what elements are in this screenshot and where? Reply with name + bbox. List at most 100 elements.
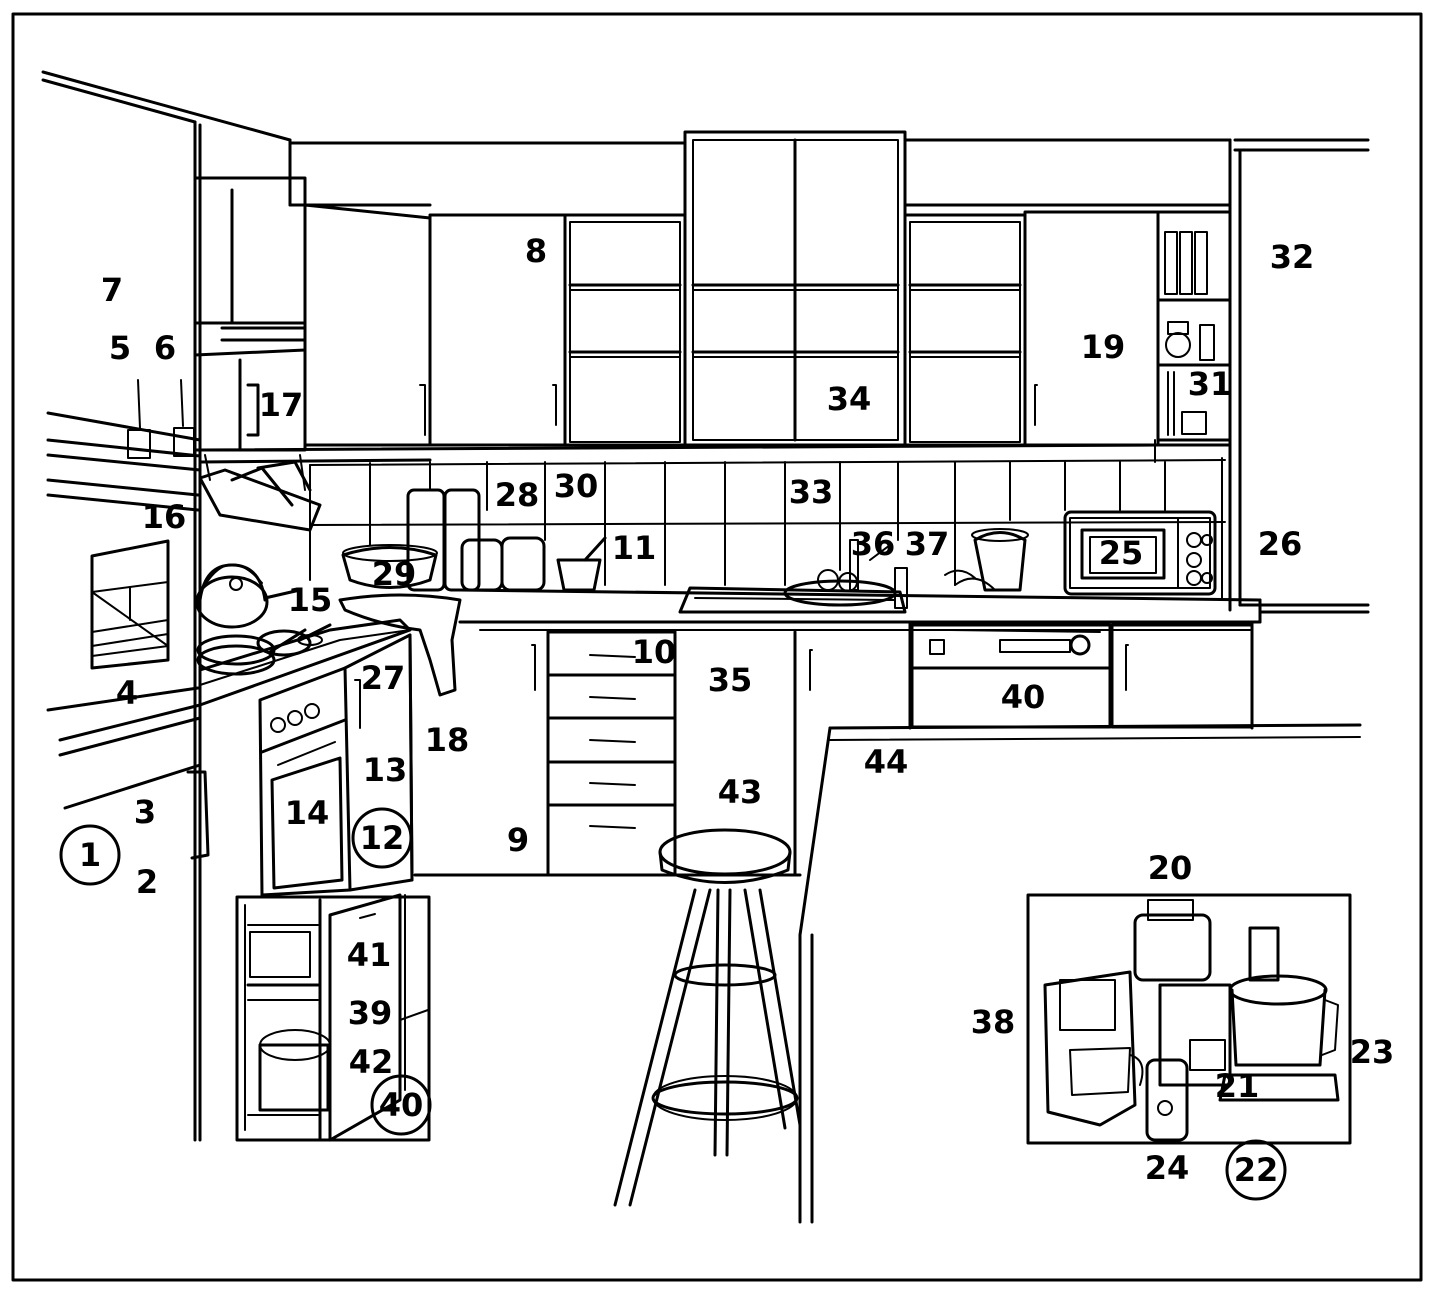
callout-label-31: 31 [1188, 365, 1233, 403]
callout-ring [59, 824, 121, 886]
callout-label-22: 22 [1225, 1139, 1287, 1201]
callout-number: 6 [154, 329, 176, 367]
callout-number: 20 [1148, 849, 1193, 887]
callout-number: 4 [116, 674, 138, 712]
appliance-inset [1026, 893, 1352, 1145]
callout-number: 2 [136, 863, 158, 901]
callout-ring [370, 1074, 432, 1136]
callout-number: 26 [1258, 525, 1303, 563]
callout-label-30: 30 [554, 467, 599, 505]
callout-label-26: 26 [1258, 525, 1303, 563]
callout-number: 15 [288, 581, 333, 619]
callout-number: 10 [632, 633, 677, 671]
callout-number: 21 [1215, 1067, 1260, 1105]
callout-label-25: 25 [1099, 534, 1144, 572]
callout-label-17: 17 [259, 386, 304, 424]
callout-label-12: 12 [351, 807, 413, 869]
callout-number: 5 [109, 329, 131, 367]
callout-label-33: 33 [789, 473, 834, 511]
callout-number: 40 [1001, 678, 1046, 716]
callout-number: 39 [348, 994, 393, 1032]
callout-label-44: 44 [864, 743, 909, 781]
callout-number: 30 [554, 467, 599, 505]
callout-number: 25 [1099, 534, 1144, 572]
callout-label-40: 40 [1001, 678, 1046, 716]
callout-number: 16 [142, 498, 187, 536]
callout-number: 36 [851, 525, 896, 563]
callout-label-42: 42 [349, 1043, 394, 1081]
callout-number: 13 [363, 751, 408, 789]
callout-label-23: 23 [1350, 1033, 1395, 1071]
callout-label-14: 14 [285, 794, 330, 832]
wall-cabinet-left [193, 176, 322, 532]
callout-label-43: 43 [718, 773, 763, 811]
pullout-inset [235, 893, 431, 1142]
callout-number: 35 [708, 661, 753, 699]
callout-number: 41 [347, 936, 392, 974]
callout-number: 19 [1081, 328, 1126, 366]
callout-number: 42 [349, 1043, 394, 1081]
callout-number: 44 [864, 743, 909, 781]
callout-number: 14 [285, 794, 330, 832]
outer-frame [11, 12, 1423, 1282]
callout-number: 3 [134, 793, 156, 831]
callout-number: 23 [1350, 1033, 1395, 1071]
callout-label-7: 7 [101, 271, 123, 309]
callout-number: 34 [827, 380, 872, 418]
callout-label-5: 5 [109, 329, 131, 367]
callout-number: 24 [1145, 1149, 1190, 1187]
callout-label-8: 8 [525, 232, 547, 270]
callout-number: 32 [1270, 238, 1315, 276]
callout-label-19: 19 [1081, 328, 1126, 366]
countertop [198, 539, 1370, 707]
callout-number: 11 [612, 529, 657, 567]
callout-label-29: 29 [372, 555, 417, 593]
callout-label-20: 20 [1148, 849, 1193, 887]
callout-label-10: 10 [632, 633, 677, 671]
callout-number: 12 [360, 819, 405, 857]
callout-label-35: 35 [708, 661, 753, 699]
callout-number: 33 [789, 473, 834, 511]
callout-label-13: 13 [363, 751, 408, 789]
callout-number: 37 [905, 525, 950, 563]
callout-label-34: 34 [827, 380, 872, 418]
callout-label-9: 9 [507, 821, 529, 859]
left-wall-units [41, 70, 292, 1142]
callout-number: 9 [507, 821, 529, 859]
callout-label-36: 36 [851, 525, 896, 563]
callout-number: 29 [372, 555, 417, 593]
callout-label-4: 4 [116, 674, 138, 712]
breakfast-bar [798, 723, 1362, 1224]
callout-label-40: 40 [370, 1074, 432, 1136]
callout-number: 17 [259, 386, 304, 424]
callout-label-37: 37 [905, 525, 950, 563]
callout-label-18: 18 [425, 721, 470, 759]
callout-label-27: 27 [361, 659, 406, 697]
callout-number: 28 [495, 476, 540, 514]
callout-number: 8 [525, 232, 547, 270]
callout-ring [1225, 1139, 1287, 1201]
callout-number: 18 [425, 721, 470, 759]
callout-label-15: 15 [288, 581, 333, 619]
callout-label-28: 28 [495, 476, 540, 514]
callout-label-39: 39 [348, 994, 393, 1032]
tiled-backsplash [309, 439, 1226, 601]
upper-wall-cabinets [198, 130, 1242, 612]
callout-label-11: 11 [612, 529, 657, 567]
hob-items [195, 563, 332, 676]
lower-cabinets [258, 620, 1254, 897]
bar-stool [613, 828, 802, 1207]
callout-label-24: 24 [1145, 1149, 1190, 1187]
callout-number: 43 [718, 773, 763, 811]
callout-number: 31 [1188, 365, 1233, 403]
callout-label-6: 6 [154, 329, 176, 367]
callout-label-3: 3 [134, 793, 156, 831]
ceiling-soffit [288, 138, 1370, 207]
callout-number: 1 [79, 836, 101, 874]
callout-number: 40 [379, 1086, 424, 1124]
callout-label-21: 21 [1215, 1067, 1260, 1105]
callout-label-32: 32 [1270, 238, 1315, 276]
callout-label-16: 16 [142, 498, 187, 536]
